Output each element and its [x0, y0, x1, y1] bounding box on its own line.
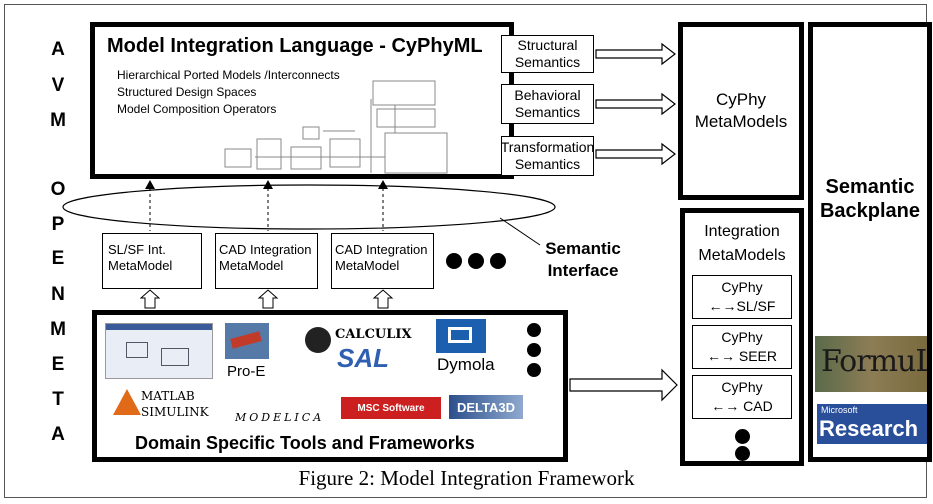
side-letter: E	[51, 354, 65, 375]
side-letter: V	[51, 75, 65, 96]
research-text: Research	[819, 416, 919, 441]
bullet-item: Model Composition Operators	[117, 102, 277, 116]
block-shape	[161, 348, 189, 366]
pro-e-thumbnail	[225, 323, 269, 359]
structural-semantics-box: Structural Semantics	[501, 35, 594, 73]
side-letter: E	[51, 248, 65, 269]
bullet-item: Structured Design Spaces	[117, 85, 257, 99]
dymola-icon-shape	[448, 327, 472, 343]
microsoft-text: Microsoft	[821, 405, 858, 415]
window-titlebar	[106, 324, 212, 330]
side-letter: P	[51, 214, 65, 235]
side-letter: A	[51, 39, 65, 60]
integration-item-seer: CyPhy ←→ SEER	[692, 325, 792, 369]
dymola-icon	[436, 319, 486, 353]
block-shape	[126, 342, 148, 358]
side-letter: O	[50, 179, 66, 200]
modelica-logo: MODELICA	[235, 411, 325, 424]
ellipsis-dot	[527, 343, 541, 357]
ellipsis-dot	[735, 446, 750, 461]
domain-tools-title: Domain Specific Tools and Frameworks	[135, 433, 475, 453]
pro-e-label: Pro-E	[227, 363, 266, 380]
ellipsis-dot	[490, 253, 506, 269]
matlab-label: MATLAB	[141, 389, 195, 403]
semantic-interface-pointer	[499, 217, 541, 246]
cyphy-metamodels-box: CyPhy MetaModels	[678, 22, 804, 200]
msc-software-logo: MSC Software	[341, 397, 441, 419]
formula-logo: FormuLa	[815, 336, 927, 392]
formula-logo-bg	[815, 336, 927, 392]
semantic-backplane-label: Semantic Backplane	[819, 176, 921, 222]
cad-integration-metamodel-box-1: CAD Integration MetaModel	[215, 233, 318, 289]
slsf-int-metamodel-box: SL/SF Int. MetaModel	[102, 233, 202, 289]
dashed-links	[149, 182, 384, 231]
simulink-screenshot	[105, 323, 213, 379]
cad-integration-metamodel-box-2: CAD Integration MetaModel	[331, 233, 434, 289]
side-letter: M	[50, 110, 66, 131]
figure-caption: Figure 2: Model Integration Framework	[298, 466, 635, 490]
transformation-semantics-box: Transformation Semantics	[501, 136, 594, 176]
ellipsis-dot	[527, 363, 541, 377]
side-letter: M	[50, 319, 66, 340]
ellipsis-dot	[735, 429, 750, 444]
formula-logo-text: FormuLa	[821, 344, 927, 379]
integration-item-slsf: CyPhy ←→SL/SF	[692, 275, 792, 319]
cyphyml-bullets: Hierarchical Ported Models /Interconnect…	[117, 67, 340, 118]
integration-item-top: CyPhy	[721, 329, 763, 345]
integration-item-top: CyPhy	[721, 379, 763, 395]
microsoft-research-logo: Microsoft Research	[817, 404, 927, 444]
semantic-interface-ellipse	[62, 184, 556, 230]
integration-metamodels-title: Integration MetaModels	[698, 223, 786, 264]
calculix-label: CALCULIX	[335, 327, 412, 342]
simulink-label: SIMULINK	[141, 405, 209, 419]
integration-item-bottom: ←→ CAD	[711, 398, 773, 414]
side-letter: A	[51, 424, 65, 445]
side-letter: N	[51, 284, 65, 305]
semantics-arrows	[595, 42, 676, 166]
delta3d-logo: DELTA3D	[449, 395, 523, 419]
semantic-interface-label: Semantic Interface	[545, 239, 621, 280]
dymola-label: Dymola	[437, 355, 495, 374]
behavioral-semantics-box: Behavioral Semantics	[501, 84, 594, 124]
tools-to-integration-arrow	[569, 368, 678, 402]
bullet-item: Hierarchical Ported Models /Interconnect…	[117, 68, 340, 82]
domain-tools-box: Pro-E CALCULIX SAL Dymola MATLAB SIMULIN…	[92, 310, 568, 462]
tool-up-arrows	[139, 289, 394, 309]
ellipsis-dot	[468, 253, 484, 269]
calculix-disc-icon	[305, 327, 331, 353]
side-letter: T	[52, 389, 64, 410]
integration-metamodels-box: Integration MetaModels CyPhy ←→SL/SF CyP…	[680, 208, 804, 466]
sal-logo: SAL	[337, 343, 389, 373]
integration-item-top: CyPhy	[721, 279, 763, 295]
matlab-logo-icon	[113, 389, 141, 415]
integration-item-bottom: ←→ SEER	[706, 348, 777, 364]
model-schematic	[224, 80, 448, 174]
dashed-link-arrowheads	[145, 180, 388, 189]
integration-item-bottom: ←→SL/SF	[708, 298, 776, 314]
integration-item-cad: CyPhy ←→ CAD	[692, 375, 792, 419]
ellipsis-dot	[527, 323, 541, 337]
ellipsis-dot	[446, 253, 462, 269]
cyphyml-title: Model Integration Language - CyPhyML	[107, 35, 483, 57]
